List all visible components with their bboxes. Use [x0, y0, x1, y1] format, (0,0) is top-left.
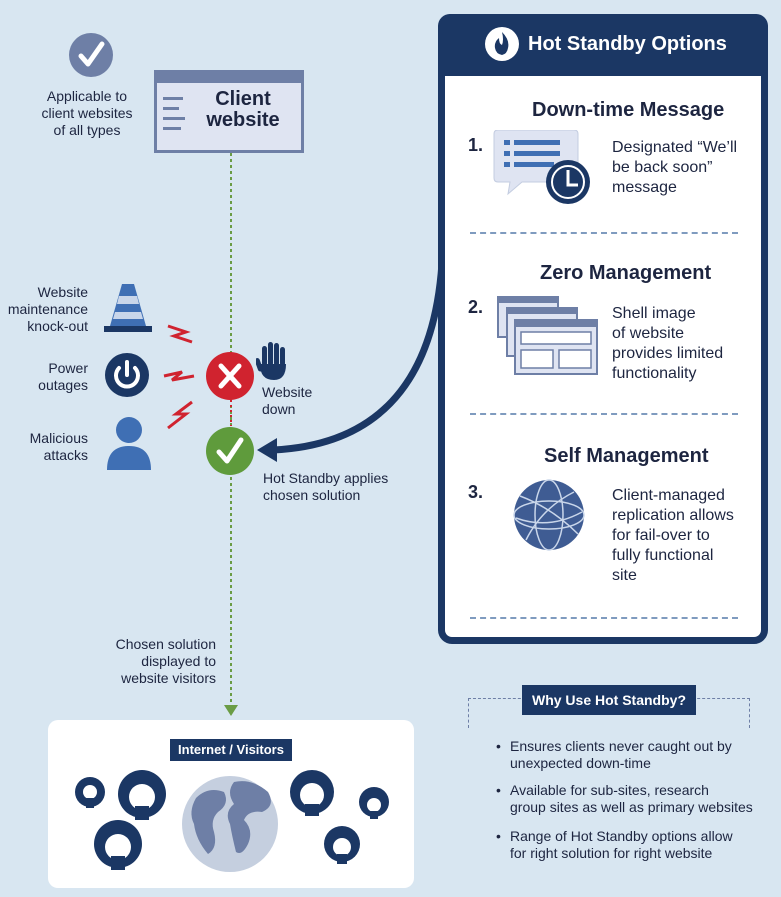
option-3-title: Self Management — [544, 445, 709, 467]
replication-globe-icon — [513, 479, 585, 551]
option-1-title: Down-time Message — [532, 99, 725, 121]
success-check-icon — [206, 427, 254, 475]
client-website-window: Client website — [154, 70, 304, 153]
divider — [470, 232, 738, 234]
hot-standby-applies-label: Hot Standby applies chosen solution — [263, 470, 389, 503]
traffic-cone-icon — [104, 284, 152, 332]
person-icon — [107, 417, 151, 470]
threat-attack-label: Malicious attacks — [29, 430, 88, 463]
divider — [470, 413, 738, 415]
internet-visitors-label: Internet / Visitors — [170, 739, 292, 761]
applicable-text: Applicable to client websites of all typ… — [41, 88, 133, 138]
option-1-number: 1. — [468, 135, 484, 155]
option-3-number: 3. — [468, 482, 484, 502]
threat-maintenance-label: Website maintenance knock-out — [7, 284, 88, 334]
curved-arrow — [257, 232, 447, 462]
option-3-desc: Client-managed replication allows for fa… — [612, 487, 734, 584]
option-2-number: 2. — [468, 297, 484, 317]
divider — [470, 617, 738, 619]
check-badge-icon — [69, 33, 113, 77]
hand-stop-icon — [256, 342, 286, 380]
power-icon — [105, 353, 149, 397]
panel-title: Hot Standby Options — [528, 33, 727, 55]
fire-icon — [485, 27, 519, 61]
lightning-icons — [163, 324, 195, 430]
threat-power-label: Power outages — [38, 360, 88, 393]
option-2-desc: Shell image of website provides limited … — [612, 305, 724, 382]
option-2-title: Zero Management — [540, 262, 712, 284]
hot-standby-options-panel — [438, 14, 768, 644]
error-x-icon — [206, 352, 254, 400]
option-1-desc: Designated “We’ll be back soon” message — [612, 139, 738, 196]
visitors-illustration — [75, 770, 389, 872]
chosen-solution-label: Chosen solution displayed to website vis… — [115, 636, 216, 686]
red-connector — [230, 400, 232, 426]
why-bullet-1: Ensures clients never caught out byunexp… — [496, 738, 732, 772]
website-down-label: Website down — [262, 384, 313, 417]
why-title: Why Use Hot Standby? — [522, 685, 696, 715]
message-clock-icon — [493, 130, 590, 204]
shell-image-windows-icon — [497, 296, 598, 375]
client-website-label: Client website — [206, 88, 280, 131]
